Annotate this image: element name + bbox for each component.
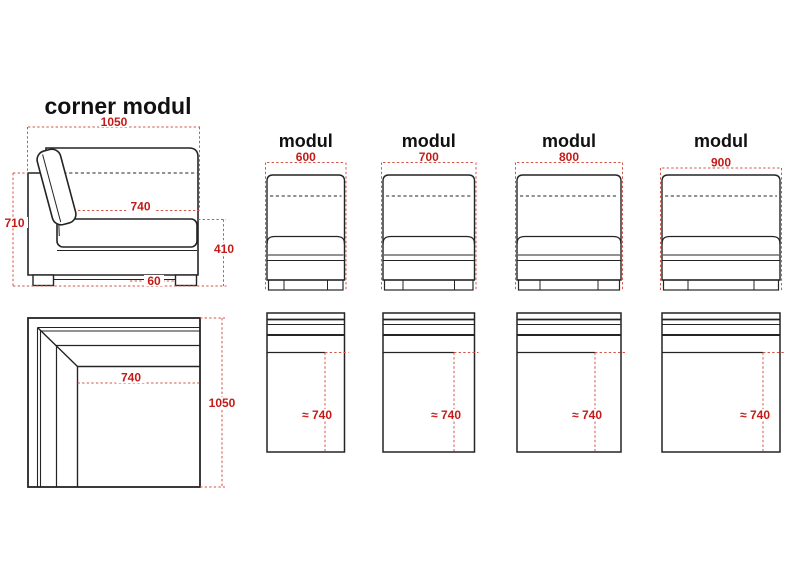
width-600-label: 600 [296, 150, 316, 164]
corner-module-side-view: corner modul 1050 710 [1, 93, 239, 288]
depth-740-label: ≈ 740 [740, 408, 770, 422]
plinth [383, 279, 474, 291]
module-700-plan-view: ≈ 740 [382, 312, 479, 453]
module-body [266, 174, 346, 281]
depth-740-label: ≈ 740 [302, 408, 332, 422]
plinth [517, 279, 621, 291]
module-600-plan-view: ≈ 740 [266, 312, 349, 453]
dimension-depth-740: ≈ 740 [423, 352, 479, 453]
module-body [382, 174, 476, 281]
seat-cushion [56, 218, 198, 248]
foot-height-60-label: 60 [147, 274, 161, 288]
plan-1050-label: 1050 [209, 396, 236, 410]
plan-backrest-edges [36, 326, 200, 487]
module-600-front-view: modul 600 [265, 131, 347, 291]
dimension-width-1050: 1050 [27, 115, 200, 210]
dimension-width-600: 600 [265, 150, 347, 290]
left-foot [32, 274, 55, 287]
dimension-plan-1050: 1050 [200, 317, 238, 488]
cushion-crease [58, 223, 60, 237]
depth-740-label: ≈ 740 [572, 408, 602, 422]
width-1050-label: 1050 [101, 115, 128, 129]
seat-height-410-label: 410 [214, 242, 234, 256]
dimension-depth-740: ≈ 740 [732, 352, 784, 453]
module-900-plan-view: ≈ 740 [661, 312, 784, 453]
width-800-label: 800 [559, 150, 579, 164]
plan-outer-edge [27, 317, 201, 488]
dimension-height-710: 710 [1, 172, 28, 286]
dimension-foot-height-60: 60 [13, 274, 227, 288]
corner-module-plan-view: 740 1050 [27, 317, 238, 488]
dimension-seat-height-410: 410 [198, 219, 239, 286]
module-title: modul [402, 131, 456, 151]
module-title: modul [542, 131, 596, 151]
module-body [516, 174, 622, 281]
seat-cushion-top [661, 235, 781, 245]
width-900-label: 900 [711, 156, 731, 170]
width-700-label: 700 [419, 150, 439, 164]
module-800-plan-view: ≈ 740 [516, 312, 625, 453]
module-body [661, 174, 781, 281]
plinth [267, 279, 344, 291]
right-foot [174, 274, 198, 287]
seat-cushion-top [382, 235, 476, 245]
dimension-seat-depth-740: 740 [78, 200, 200, 214]
plan-740-label: 740 [121, 371, 141, 385]
height-710-label: 710 [4, 216, 24, 230]
seat-cushion-top [516, 235, 622, 245]
seat-cushion-top [266, 235, 346, 245]
plinth [662, 279, 780, 291]
module-title: modul [694, 131, 748, 151]
module-900-front-view: modul 900 [660, 131, 782, 291]
module-800-front-view: modul 800 [515, 131, 623, 291]
dimension-width-800: 800 [515, 150, 623, 290]
dimension-width-700: 700 [381, 150, 477, 290]
seat-depth-740-label: 740 [130, 200, 150, 214]
corner-module-title: corner modul [45, 93, 192, 119]
depth-740-label: ≈ 740 [431, 408, 461, 422]
module-title: modul [279, 131, 333, 151]
miter-line [37, 326, 78, 368]
dimension-plan-740: 740 [77, 371, 200, 385]
dimension-depth-740: ≈ 740 [294, 352, 349, 453]
dimension-width-900: 900 [660, 156, 782, 290]
module-700-front-view: modul 700 [381, 131, 477, 291]
dimension-depth-740: ≈ 740 [564, 352, 625, 453]
backrest-cushion [36, 148, 77, 226]
